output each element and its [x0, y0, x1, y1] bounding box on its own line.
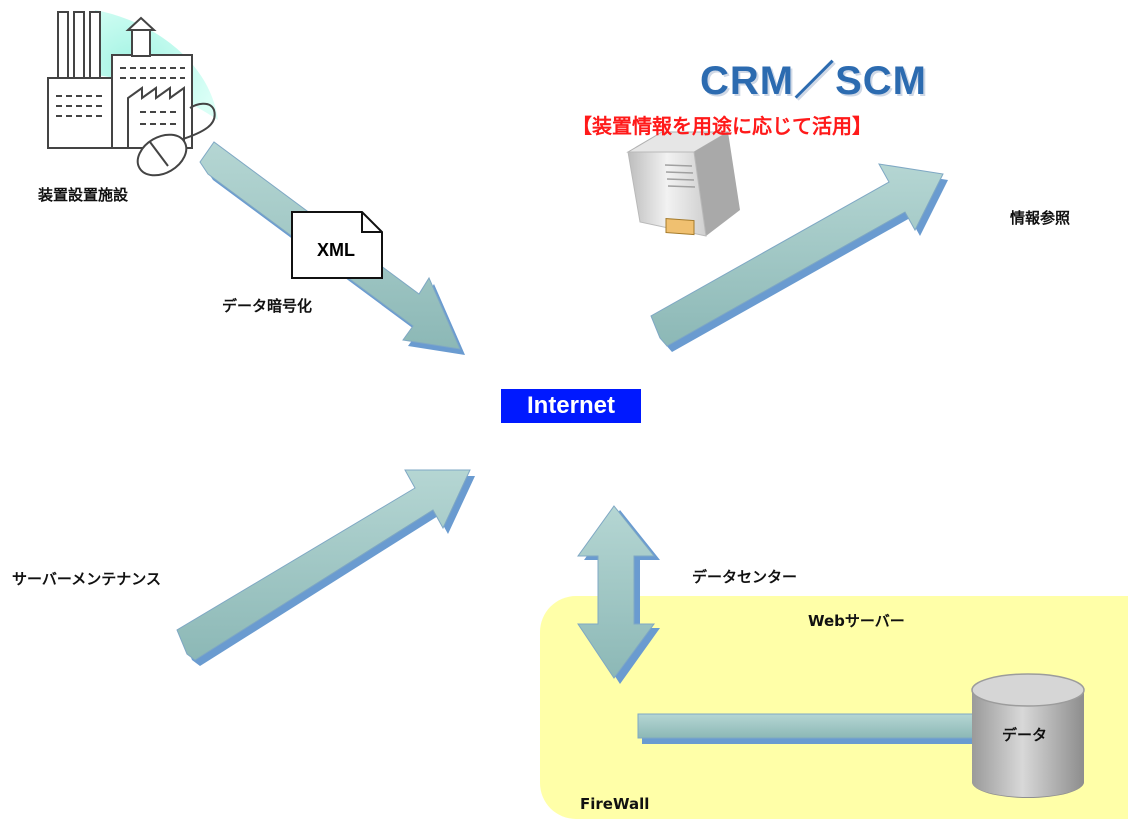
- info-reference-label: 情報参照: [1010, 209, 1071, 227]
- server-tower-icon: [626, 131, 740, 237]
- database-cylinder-icon: [971, 673, 1085, 798]
- encryption-label: データ暗号化: [222, 297, 313, 315]
- arrow-internet-datacenter: [577, 505, 660, 684]
- web-server-label: Webサーバー: [808, 612, 905, 630]
- data-center-label: データセンター: [692, 568, 798, 586]
- arrow-maintenance-to-internet: [176, 469, 475, 666]
- internet-box: Internet: [501, 389, 641, 423]
- xml-label: XML: [317, 240, 355, 260]
- server-maintenance-label: サーバーメンテナンス: [12, 570, 161, 588]
- firewall-label: FireWall: [580, 795, 650, 813]
- document-icon: [291, 211, 383, 279]
- arrow-internet-to-info: [650, 163, 948, 352]
- mouse-icon: [136, 102, 216, 177]
- database-label: データ: [1002, 726, 1048, 744]
- internet-label: Internet: [526, 392, 615, 419]
- crm-subtitle: 【装置情報を用途に応じて活用】: [572, 114, 872, 138]
- crm-scm-title: CRM／SCM: [700, 59, 927, 103]
- factory-icon: [47, 10, 218, 149]
- firewall-bar: [637, 713, 982, 744]
- facility-label: 装置設置施設: [38, 186, 129, 204]
